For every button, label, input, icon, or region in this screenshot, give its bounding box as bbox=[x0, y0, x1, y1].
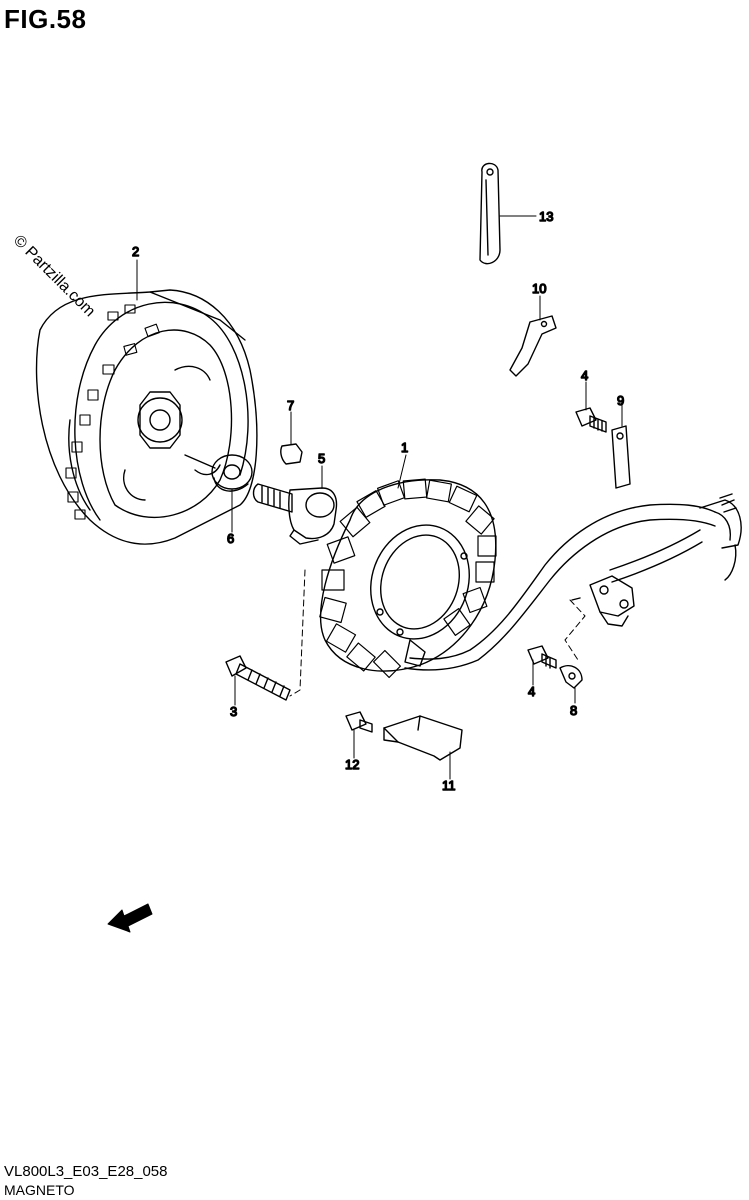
wire-clip bbox=[559, 664, 583, 689]
callout-11: 11 bbox=[442, 778, 456, 793]
fwd-arrow-icon: FWD bbox=[107, 903, 153, 933]
figure-title: FIG.58 bbox=[4, 4, 87, 34]
pickup-coil-sensor bbox=[571, 575, 635, 627]
leader-lines bbox=[136, 215, 623, 780]
callout-13: 13 bbox=[539, 209, 553, 224]
woodruff-key bbox=[280, 443, 303, 465]
callout-5: 5 bbox=[318, 451, 325, 466]
callout-7: 7 bbox=[287, 398, 294, 413]
callout-10: 10 bbox=[532, 281, 546, 296]
callout-8: 8 bbox=[570, 703, 577, 718]
callout-12: 12 bbox=[345, 757, 359, 772]
wire-clamp bbox=[509, 315, 557, 377]
callout-9: 9 bbox=[617, 393, 624, 408]
alignment-lines bbox=[289, 569, 586, 697]
flywheel-bolt bbox=[252, 483, 338, 545]
model-code: VL800L3_E03_E28_058 bbox=[4, 1163, 168, 1180]
stator-bolt bbox=[225, 655, 291, 701]
callout-6: 6 bbox=[227, 531, 234, 546]
bolt-lower bbox=[527, 645, 557, 669]
callout-1: 1 bbox=[401, 440, 408, 455]
bolt-upper bbox=[575, 407, 607, 433]
callout-4-lower: 4 bbox=[528, 684, 535, 699]
section-name: MAGNETO bbox=[4, 1182, 75, 1198]
washer bbox=[211, 454, 253, 492]
clamp-band bbox=[479, 162, 501, 265]
flywheel-rotor bbox=[35, 289, 258, 545]
lead-wire-harness bbox=[404, 493, 742, 671]
callout-3: 3 bbox=[230, 704, 237, 719]
clamp-plate bbox=[611, 425, 631, 489]
callout-2: 2 bbox=[132, 244, 139, 259]
cover-bolt bbox=[345, 711, 373, 733]
stator-coil bbox=[319, 478, 497, 679]
callout-4-upper: 4 bbox=[581, 368, 588, 383]
